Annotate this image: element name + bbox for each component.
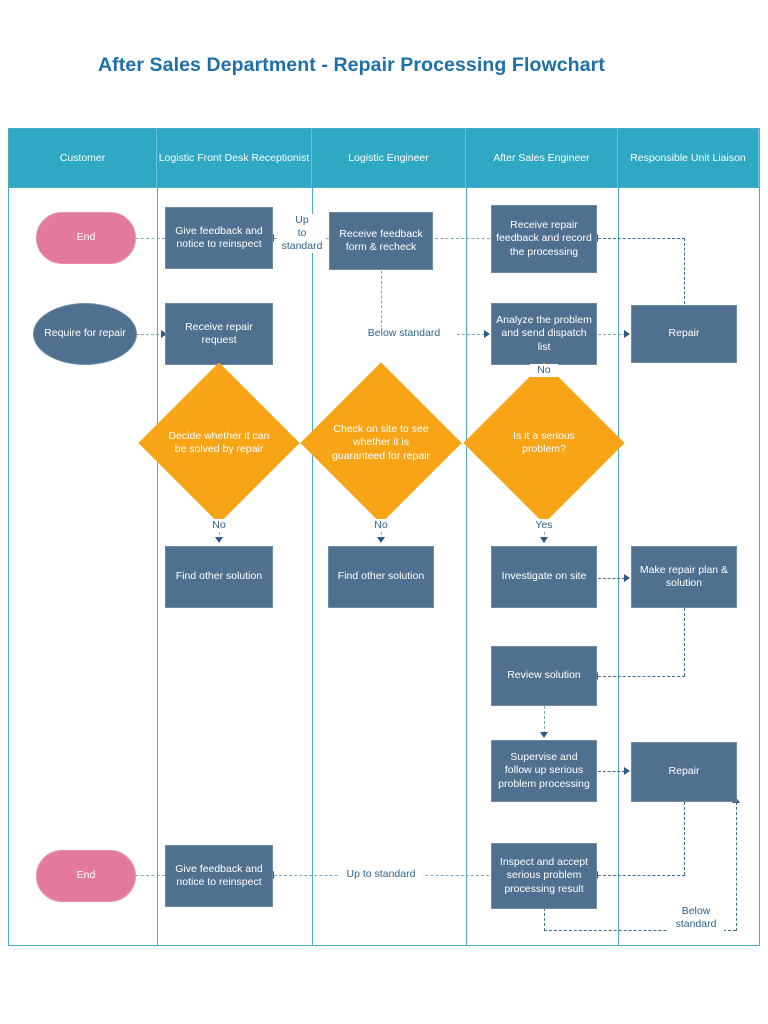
node-decide-whether-repair-label: Decide whether it can be solved by repai… <box>168 429 270 456</box>
arrowhead-to-receive-repair-request <box>161 330 167 338</box>
conn-plan-left-to-review <box>598 676 685 677</box>
arrowhead-to-repair-bottom <box>624 767 630 775</box>
conn-give-feedback-bottom-to-end <box>130 875 165 876</box>
lane-header-underline <box>9 187 759 188</box>
node-give-feedback-bottom[interactable]: Give feedback and notice to reinspect <box>165 845 273 907</box>
lane-header-customer: Customer <box>9 129 157 187</box>
conn-inspect-down <box>544 908 545 931</box>
conn-give-feedback-to-end-top <box>130 238 165 239</box>
lane-divider-4 <box>618 187 619 945</box>
node-repair-top[interactable]: Repair <box>631 305 737 363</box>
node-review-solution-label: Review solution <box>507 669 581 682</box>
node-make-repair-plan[interactable]: Make repair plan & solution <box>631 546 737 608</box>
conn-feedback-to-recheck <box>430 238 490 239</box>
conn-plan-down <box>684 608 685 676</box>
node-make-repair-plan-label: Make repair plan & solution <box>639 563 729 590</box>
node-inspect-accept-label: Inspect and accept serious problem proce… <box>499 855 589 895</box>
node-check-on-site-label: Check on site to see whether it is guara… <box>331 422 431 462</box>
edge-label-up-to-standard-top: Up to standard <box>278 214 326 253</box>
edge-label-up-to-standard-bottom: Up to standard <box>339 868 423 881</box>
edge-label-yes-serious: Yes <box>528 519 560 532</box>
node-give-feedback-top-label: Give feedback and notice to reinspect <box>175 224 263 251</box>
edge-label-below-standard-mid: Below standard <box>351 327 457 340</box>
conn-below-standard-bottom-up <box>736 802 737 931</box>
node-receive-repair-feedback-label: Receive repair feedback and record the p… <box>496 218 592 258</box>
node-repair-top-label: Repair <box>668 327 700 340</box>
conn-repair-top-up <box>684 238 685 304</box>
node-decide-whether-repair[interactable]: Decide whether it can be solved by repai… <box>138 362 300 524</box>
arrowhead-to-make-repair-plan <box>624 574 630 582</box>
arrowhead-to-analyze-problem <box>484 330 490 338</box>
conn-review-to-supervise <box>544 706 545 734</box>
lane-header-after-sales-engineer: After Sales Engineer <box>466 129 618 187</box>
edge-label-below-standard-bottom: Below standard <box>668 905 724 931</box>
conn-repair-bottom-left <box>598 875 685 876</box>
node-give-feedback-top[interactable]: Give feedback and notice to reinspect <box>165 207 273 269</box>
node-receive-repair-request-label: Receive repair request <box>185 320 253 347</box>
node-find-other-solution-1[interactable]: Find other solution <box>165 546 273 608</box>
node-require-for-repair[interactable]: Require for repair <box>33 303 137 365</box>
arrowhead-to-find-other-1 <box>215 537 223 543</box>
node-repair-bottom[interactable]: Repair <box>631 742 737 802</box>
conn-below-standard-bottom-right <box>544 930 736 931</box>
node-investigate-on-site-label: Investigate on site <box>501 570 587 583</box>
node-find-other-solution-2-label: Find other solution <box>337 570 425 583</box>
node-give-feedback-bottom-label: Give feedback and notice to reinspect <box>175 862 263 889</box>
conn-repair-bottom-down <box>684 802 685 875</box>
node-investigate-on-site[interactable]: Investigate on site <box>491 546 597 608</box>
conn-repair-top-left <box>598 238 685 239</box>
lane-divider-2 <box>312 187 313 945</box>
node-analyze-problem[interactable]: Analyze the problem and send dispatch li… <box>491 303 597 365</box>
node-find-other-solution-2[interactable]: Find other solution <box>328 546 434 608</box>
arrowhead-to-repair-top <box>624 330 630 338</box>
node-analyze-problem-label: Analyze the problem and send dispatch li… <box>496 313 592 353</box>
node-check-on-site[interactable]: Check on site to see whether it is guara… <box>300 362 462 524</box>
node-inspect-accept[interactable]: Inspect and accept serious problem proce… <box>491 843 597 909</box>
conn-check-to-serious <box>434 443 492 444</box>
lane-divider-1 <box>157 187 158 945</box>
arrowhead-to-investigate <box>540 537 548 543</box>
conn-require-to-receive <box>136 334 164 335</box>
lane-header-front-desk: Logistic Front Desk Receptionist <box>157 129 312 187</box>
node-repair-bottom-label: Repair <box>668 765 700 778</box>
node-end-top-label: End <box>76 231 96 244</box>
node-end-bottom-label: End <box>76 869 96 882</box>
edge-label-no-decide: No <box>205 519 233 532</box>
lane-divider-3 <box>466 187 467 945</box>
edge-label-no-analyze: No <box>530 364 558 377</box>
conn-supervise-to-repair-bottom <box>598 771 625 772</box>
node-supervise-follow-up[interactable]: Supervise and follow up serious problem … <box>491 740 597 802</box>
edge-label-no-check: No <box>367 519 395 532</box>
node-is-serious-problem[interactable]: Is it a serious problem? <box>463 362 625 524</box>
arrowhead-to-find-other-2 <box>377 537 385 543</box>
node-receive-repair-request[interactable]: Receive repair request <box>165 303 273 365</box>
conn-recheck-down <box>381 271 382 333</box>
node-is-serious-problem-label: Is it a serious problem? <box>513 429 575 456</box>
conn-analyze-to-repair-top <box>598 334 626 335</box>
node-receive-feedback-form[interactable]: Receive feedback form & recheck <box>329 212 433 270</box>
node-find-other-solution-1-label: Find other solution <box>175 570 263 583</box>
node-receive-feedback-form-label: Receive feedback form & recheck <box>339 227 423 254</box>
arrowhead-to-supervise <box>540 732 548 738</box>
node-require-for-repair-label: Require for repair <box>44 327 126 340</box>
lane-header-responsible-unit: Responsible Unit Liaison <box>618 129 759 187</box>
node-end-top[interactable]: End <box>36 212 136 264</box>
page-title: After Sales Department - Repair Processi… <box>98 54 605 76</box>
lane-header-logistic-engineer: Logistic Engineer <box>312 129 466 187</box>
node-supervise-follow-up-label: Supervise and follow up serious problem … <box>498 750 590 790</box>
node-review-solution[interactable]: Review solution <box>491 646 597 706</box>
node-receive-repair-feedback[interactable]: Receive repair feedback and record the p… <box>491 205 597 273</box>
node-end-bottom[interactable]: End <box>36 850 136 902</box>
conn-investigate-to-plan <box>598 578 625 579</box>
